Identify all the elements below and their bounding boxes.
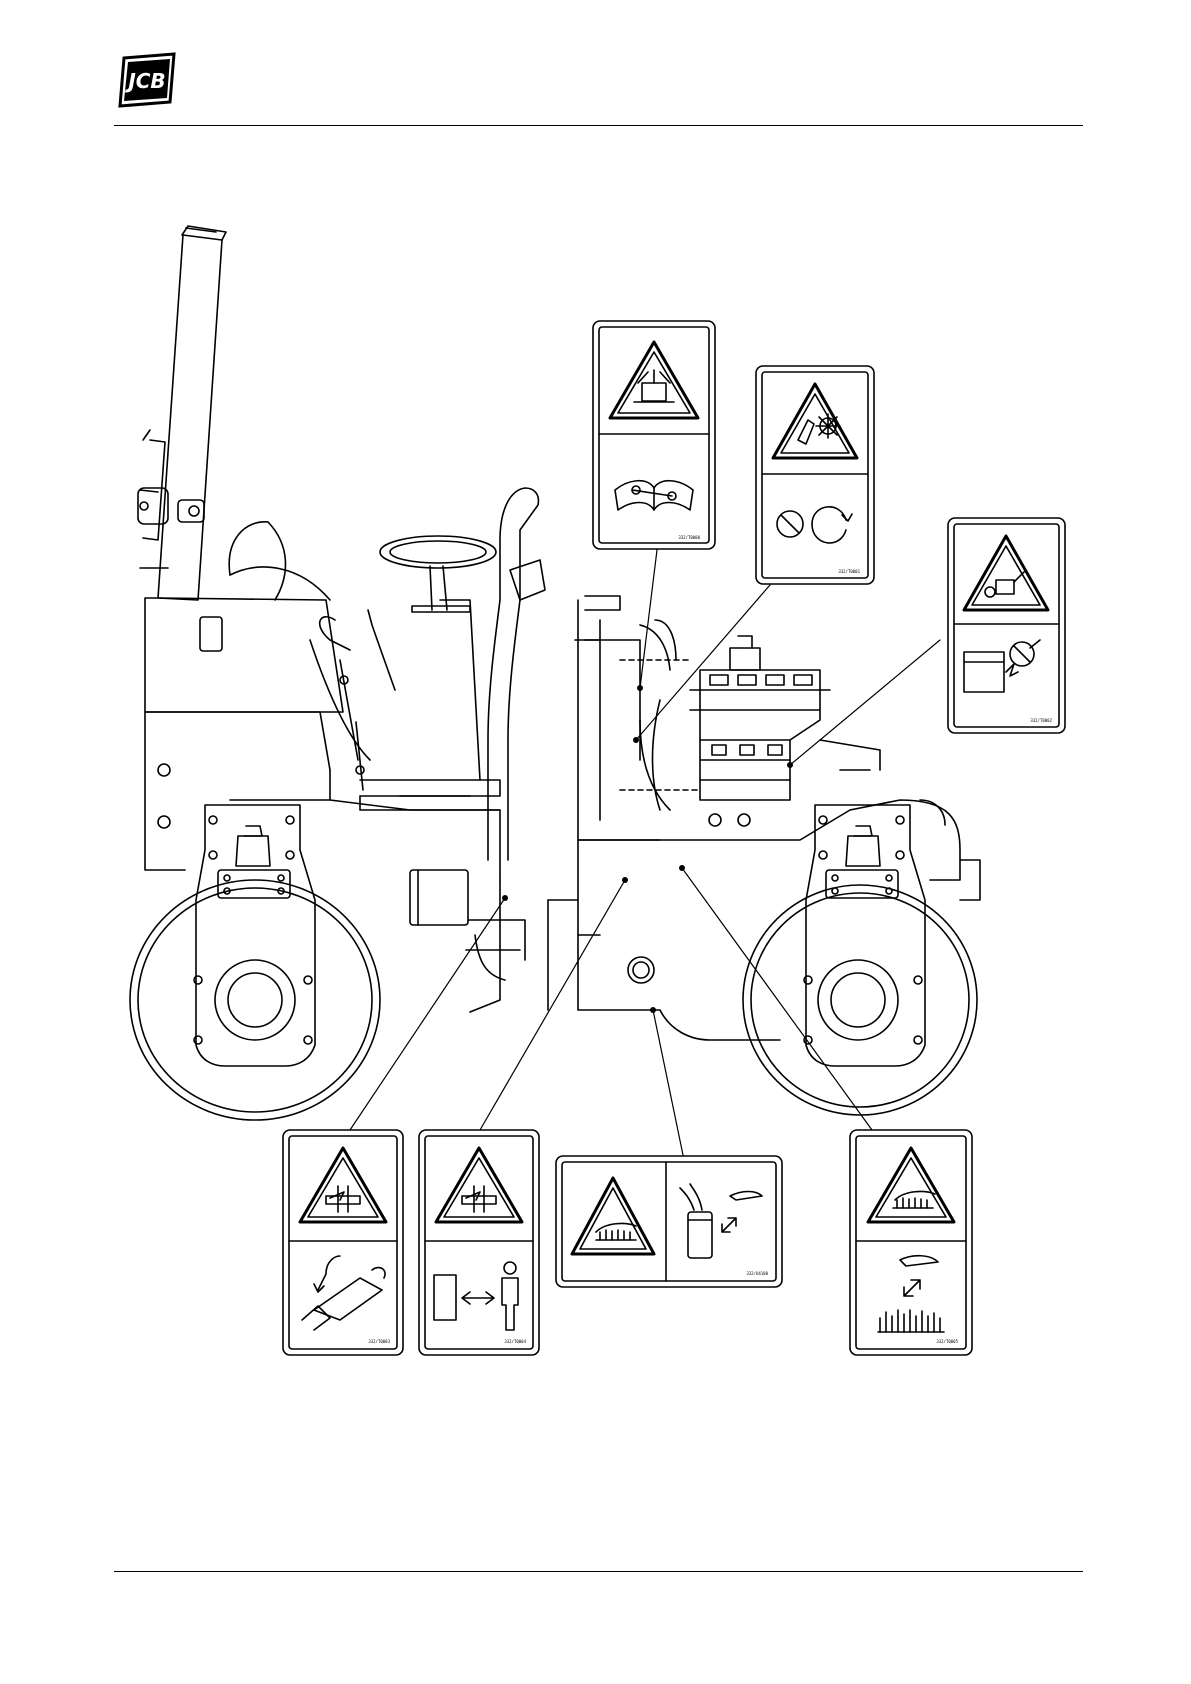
decal-read-manual bbox=[593, 321, 715, 549]
decal-code-1: 332/T0000 bbox=[678, 535, 700, 540]
decal-code-6: 332/U4100 bbox=[746, 1271, 768, 1276]
footer-rule bbox=[114, 1571, 1083, 1572]
tandem-roller-illustration bbox=[130, 226, 980, 1120]
decal-code-4: 332/T0003 bbox=[368, 1339, 390, 1344]
leader-lines bbox=[350, 550, 940, 1155]
decal-battery bbox=[948, 518, 1065, 733]
decal-rotating-fan bbox=[756, 366, 874, 584]
decal-crush-articulation bbox=[283, 1130, 403, 1355]
battery-explosion-icon bbox=[985, 572, 1024, 597]
decal-code-5: 332/T0004 bbox=[504, 1339, 526, 1344]
decal-hot-exhaust bbox=[556, 1156, 782, 1287]
decal-code-7: 332/T0005 bbox=[936, 1339, 958, 1344]
decal-hot-surface bbox=[850, 1130, 972, 1355]
hot-surface-icon bbox=[596, 1224, 636, 1240]
read-manual-icon bbox=[615, 481, 693, 510]
decal-code-3: 332/T0002 bbox=[1030, 718, 1052, 723]
crush-hazard-icon bbox=[326, 1186, 360, 1212]
decal-keep-clear bbox=[419, 1130, 539, 1355]
decal-code-2: 332/T0001 bbox=[838, 569, 860, 574]
